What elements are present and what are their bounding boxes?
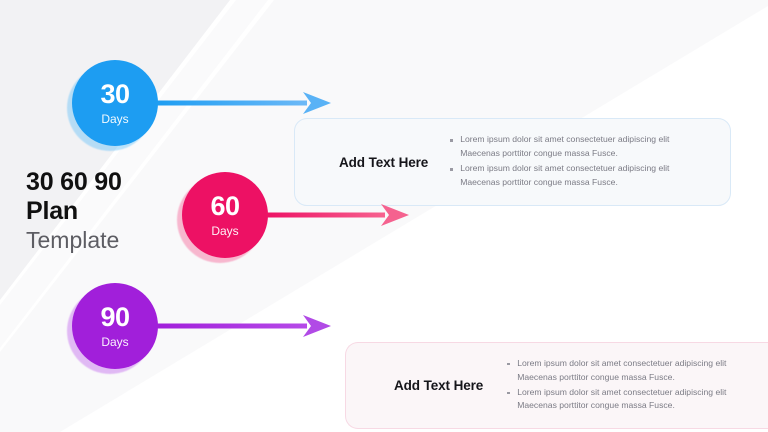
row-60-days: 60 Days Add Text Here Lorem ipsum dolor … — [0, 166, 768, 429]
circle-number-30: 30 — [100, 79, 130, 109]
circle-unit-60: Days — [211, 224, 239, 238]
title-line-plan: Plan — [26, 197, 78, 225]
content-card-30[interactable]: Add Text Here Lorem ipsum dolor sit amet… — [294, 118, 731, 206]
title-line-numbers: 30 60 90 — [26, 168, 122, 196]
bullet-item: Lorem ipsum dolor sit amet consectetuer … — [505, 386, 757, 414]
bullet-item: Lorem ipsum dolor sit amet consectetuer … — [448, 133, 700, 161]
card-heading-60: Add Text Here — [394, 378, 484, 393]
milestone-circle-90[interactable]: 90 Days — [67, 283, 158, 374]
connector-arrow-60 — [265, 204, 409, 226]
title-line-template: Template — [26, 227, 120, 253]
circle-body-90: 90 Days — [72, 283, 158, 369]
circle-body-30: 30 Days — [72, 60, 158, 146]
bullet-item: Lorem ipsum dolor sit amet consectetuer … — [448, 162, 700, 190]
card-heading-30: Add Text Here — [339, 154, 429, 170]
slide-title: 30 60 90 Plan Template — [26, 168, 196, 254]
content-card-60[interactable]: Add Text Here Lorem ipsum dolor sit amet… — [345, 342, 768, 429]
connector-arrow-30 — [155, 92, 331, 114]
circle-unit-90: Days — [101, 335, 129, 349]
card-bullets-60: Lorem ipsum dolor sit amet consectetuer … — [505, 357, 757, 415]
circle-number-90: 90 — [100, 302, 130, 332]
milestone-circle-60[interactable]: 60 Days — [177, 172, 268, 263]
row-90-days: 90 Days Add Text Here Lorem ipsum dolor … — [0, 277, 768, 383]
circle-number-60: 60 — [210, 191, 240, 221]
bullet-item: Lorem ipsum dolor sit amet consectetuer … — [505, 357, 757, 385]
row-30-days: 30 Days Add Text Here Lorem ipsum dolor … — [0, 54, 768, 206]
milestone-circle-30[interactable]: 30 Days — [67, 60, 158, 151]
connector-arrow-90 — [155, 315, 331, 337]
circle-unit-30: Days — [101, 112, 129, 126]
circle-body-60: 60 Days — [182, 172, 268, 258]
card-bullets-30: Lorem ipsum dolor sit amet consectetuer … — [448, 133, 700, 191]
